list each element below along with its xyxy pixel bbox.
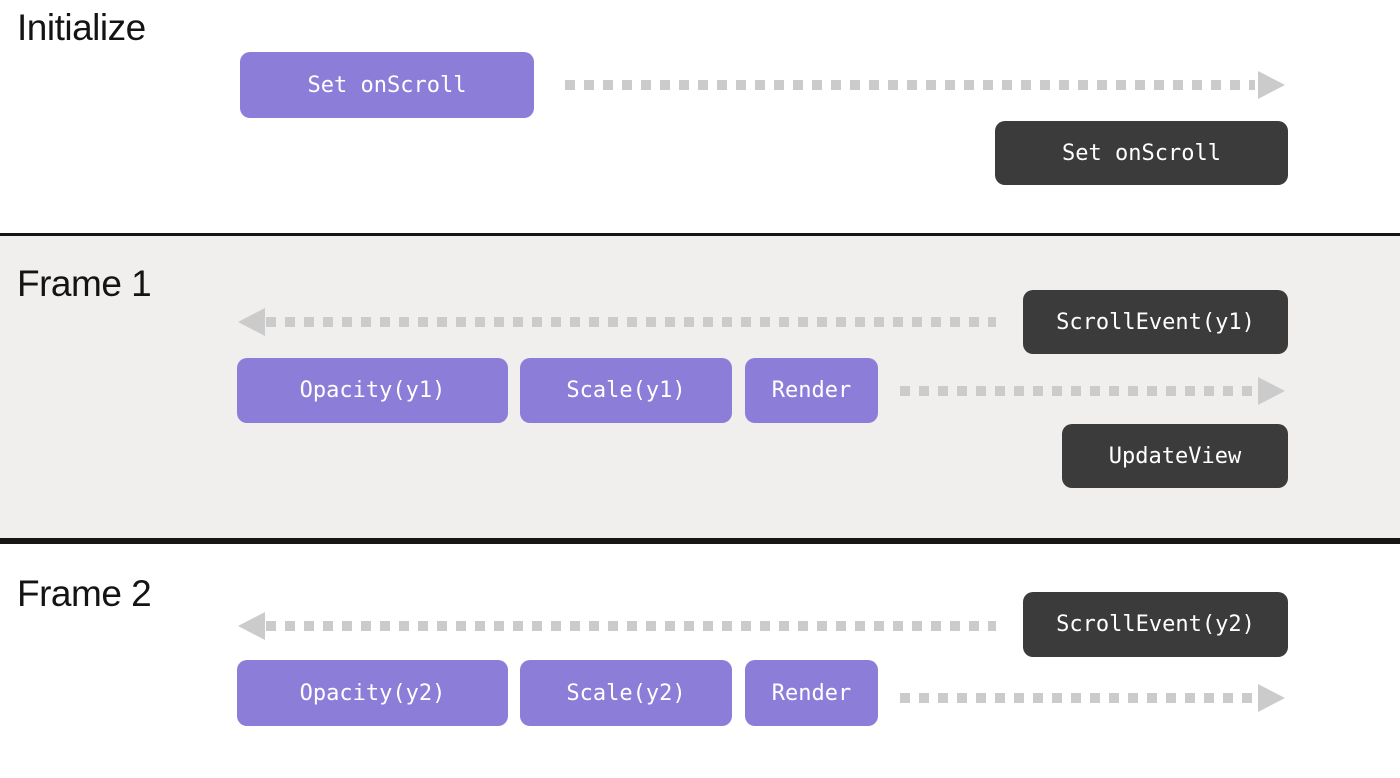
dashed-line [900, 386, 1256, 396]
arrowhead-right-icon [1258, 71, 1285, 99]
arrowhead-left-icon [238, 308, 265, 336]
node-scrollevent-y1: ScrollEvent(y1) [1023, 290, 1288, 354]
section-frame1-title: Frame 1 [17, 263, 152, 304]
node-scale-y2: Scale(y2) [520, 660, 732, 726]
dashed-line [266, 621, 996, 631]
node-set-onscroll-native: Set onScroll [995, 121, 1288, 185]
node-set-onscroll-js: Set onScroll [240, 52, 534, 118]
section-frame2-title: Frame 2 [17, 573, 152, 614]
node-render-f1: Render [745, 358, 878, 423]
arrowhead-right-icon [1258, 684, 1285, 712]
node-render-f2: Render [745, 660, 878, 726]
dashed-line [565, 80, 1255, 90]
dashed-line [900, 693, 1256, 703]
node-opacity-y2: Opacity(y2) [237, 660, 508, 726]
arrowhead-right-icon [1258, 377, 1285, 405]
dashed-line [266, 317, 996, 327]
node-opacity-y1: Opacity(y1) [237, 358, 508, 423]
section-initialize-title: Initialize [17, 7, 146, 48]
section-frame2: Frame 2 ScrollEvent(y2) Opacity(y2) Scal… [0, 541, 1400, 778]
node-updateview: UpdateView [1062, 424, 1288, 488]
arrowhead-left-icon [238, 612, 265, 640]
section-initialize: Initialize Set onScroll Set onScroll [0, 0, 1400, 233]
node-scale-y1: Scale(y1) [520, 358, 732, 423]
node-scrollevent-y2: ScrollEvent(y2) [1023, 592, 1288, 657]
section-frame1: Frame 1 ScrollEvent(y1) Opacity(y1) Scal… [0, 233, 1400, 541]
